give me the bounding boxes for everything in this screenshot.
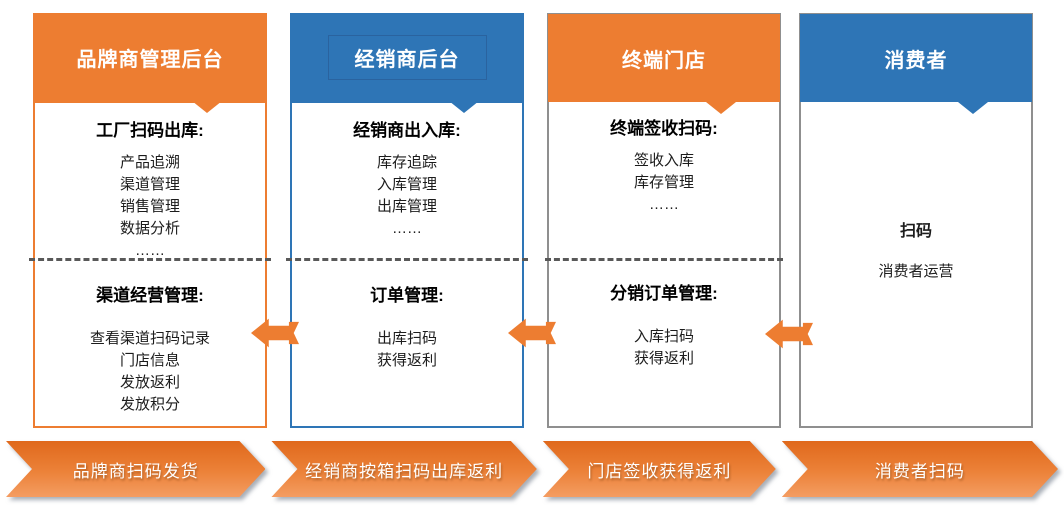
list-item: 出库管理	[376, 198, 437, 215]
column-terminal-store: 终端门店 终端签收扫码: 签收入库 库存管理 …… 分销订单管理: 入库扫码 获…	[545, 13, 783, 428]
column-body: 经销商出入库: 库存追踪 入库管理 出库管理 …… 订单管理: 出库扫码 获得返…	[286, 101, 528, 428]
column-distributor: 经销商后台 经销商出入库: 库存追踪 入库管理 出库管理 …… 订单管理: 出库…	[286, 13, 528, 428]
list-item: 产品追溯	[119, 154, 180, 171]
dashed-divider	[545, 258, 783, 261]
ribbon-segment-store-rebate: 门店签收获得返利	[543, 441, 776, 497]
section-title: 工厂扫码出库:	[96, 121, 204, 140]
section-terminal-signin: 终端签收扫码: 签收入库 库存管理 ……	[549, 101, 779, 216]
header-notch-icon	[705, 102, 736, 114]
section-distribution-order: 分销订单管理: 入库扫码 获得返利	[549, 279, 779, 370]
process-ribbon: 品牌商扫码发货 经销商按箱扫码出库返利 门店签收获得返利 消费者扫码	[6, 441, 1058, 497]
list-item: 签收入库	[633, 152, 694, 169]
list-item: 扫码	[899, 223, 932, 240]
ribbon-label: 品牌商扫码发货	[72, 461, 199, 481]
section-title: 分销订单管理:	[610, 284, 718, 303]
list-item: 消费者运营	[878, 263, 954, 280]
list-item: 发放返利	[119, 374, 180, 391]
dashed-divider	[29, 258, 271, 261]
ribbon-segment-brand-ship: 品牌商扫码发货	[6, 441, 265, 497]
column-title: 经销商后台	[327, 34, 487, 80]
section-title: 终端签收扫码:	[610, 119, 718, 138]
list-item: 数据分析	[119, 220, 180, 237]
section-distributor-inout: 经销商出入库: 库存追踪 入库管理 出库管理 ……	[292, 103, 522, 240]
column-brand-admin: 品牌商管理后台 工厂扫码出库: 产品追溯 渠道管理 销售管理 数据分析 …… 渠…	[29, 13, 271, 428]
list-item: 发放积分	[119, 396, 180, 413]
column-body: 工厂扫码出库: 产品追溯 渠道管理 销售管理 数据分析 …… 渠道经营管理: 查…	[29, 101, 271, 428]
ribbon-label: 消费者扫码	[874, 461, 965, 481]
list-item: 库存追踪	[376, 154, 437, 171]
list-item: 出库扫码	[376, 330, 437, 347]
column-title: 消费者	[884, 49, 948, 72]
column-header-brand: 品牌商管理后台	[33, 13, 267, 113]
list-item: ……	[649, 196, 679, 213]
list-item: ……	[392, 220, 422, 237]
list-item: 查看渠道扫码记录	[89, 330, 210, 347]
section-factory-outbound: 工厂扫码出库: 产品追溯 渠道管理 销售管理 数据分析 ……	[35, 103, 265, 262]
section-consumer: 扫码 消费者运营	[801, 101, 1031, 283]
column-title: 终端门店	[622, 49, 706, 72]
ribbon-segment-consumer-scan: 消费者扫码	[782, 441, 1058, 497]
list-item: ……	[135, 242, 165, 259]
column-header-store: 终端门店	[548, 14, 780, 114]
column-header-consumer: 消费者	[800, 14, 1032, 114]
list-item: 库存管理	[633, 174, 694, 191]
column-title: 品牌商管理后台	[76, 48, 224, 71]
section-title: 渠道经营管理:	[96, 286, 204, 305]
list-item: 门店信息	[119, 352, 180, 369]
ribbon-label: 门店签收获得返利	[587, 461, 732, 481]
dashed-divider	[286, 258, 528, 261]
section-order-mgmt: 订单管理: 出库扫码 获得返利	[292, 281, 522, 372]
column-header-distributor: 经销商后台	[290, 13, 524, 113]
column-body: 扫码 消费者运营	[801, 101, 1031, 426]
ribbon-segment-distributor-outbound: 经销商按箱扫码出库返利	[271, 441, 536, 497]
column-body: 终端签收扫码: 签收入库 库存管理 …… 分销订单管理: 入库扫码 获得返利	[545, 101, 783, 426]
column-consumer: 消费者 扫码 消费者运营	[799, 13, 1033, 428]
list-item: 获得返利	[633, 350, 694, 367]
header-notch-icon	[192, 101, 223, 113]
list-item: 渠道管理	[119, 176, 180, 193]
list-item: 获得返利	[376, 352, 437, 369]
list-item: 入库管理	[376, 176, 437, 193]
list-item: 销售管理	[119, 198, 180, 215]
section-title: 订单管理:	[370, 286, 444, 305]
list-item: 入库扫码	[633, 328, 694, 345]
header-notch-icon	[957, 102, 988, 114]
section-title: 经销商出入库:	[353, 121, 461, 140]
header-notch-icon	[449, 101, 480, 113]
section-channel-operation: 渠道经营管理: 查看渠道扫码记录 门店信息 发放返利 发放积分	[35, 281, 265, 416]
ribbon-label: 经销商按箱扫码出库返利	[305, 461, 504, 481]
